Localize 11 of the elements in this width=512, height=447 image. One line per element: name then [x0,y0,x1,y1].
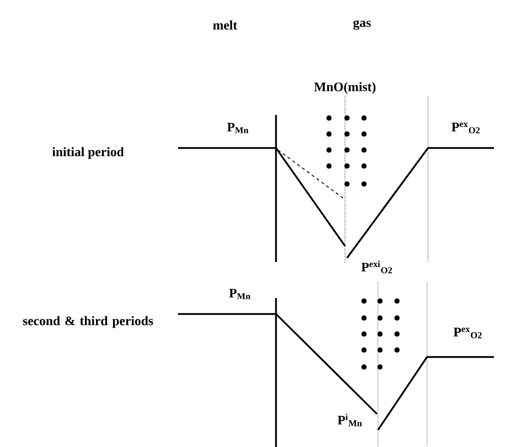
column-heading: melt [213,20,238,30]
period-label: initial period [52,147,124,159]
pressure-label: P$^{i}$Mn [338,414,362,426]
mist-label: MnO(mist) [314,82,376,94]
pressure-label: P$_{Mn}$ [229,288,250,300]
pressure-label: P$^{exi}$O2 [361,260,392,274]
pressure-label: P$^{ex}$O2 [454,328,482,338]
period-label: second & third periods [23,316,154,328]
pressure-label: P$_{Mn}$ [227,122,248,134]
pressure-label: P$^{ex}$O2 [452,122,480,134]
column-heading: gas [353,20,371,30]
